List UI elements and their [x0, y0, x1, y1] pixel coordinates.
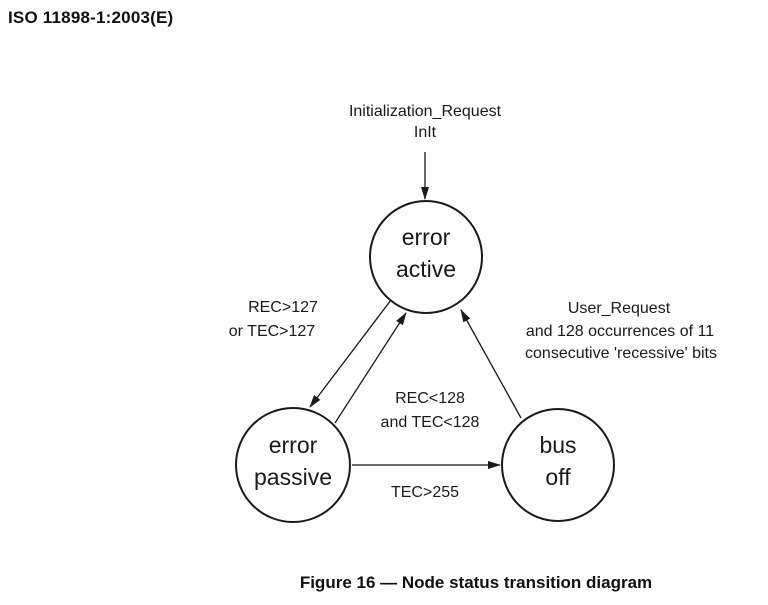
state-label-error-passive-line1: error	[269, 432, 318, 458]
arrow-bus-off-to-error-active	[460, 309, 522, 419]
label-consecutive-recessive-bits: consecutive 'recessive' bits	[525, 345, 717, 362]
label-initialization-request: Initialization_Request	[349, 103, 502, 120]
document-header: ISO 11898-1:2003(E)	[8, 8, 174, 27]
state-label-bus-off-line1: bus	[539, 432, 576, 458]
state-label-bus-off-line2: off	[545, 464, 571, 490]
arrow-error-passive-to-error-active	[334, 312, 407, 424]
state-circle-bus-off	[501, 408, 615, 522]
label-tec-gt-255: TEC>255	[391, 484, 459, 501]
label-init: InIt	[414, 124, 437, 141]
arrow-error-active-to-error-passive	[309, 299, 392, 408]
label-rec-gt-127: REC>127	[248, 299, 318, 316]
label-and-tec-lt-128: and TEC<128	[381, 414, 480, 431]
state-label-error-passive-line2: passive	[254, 464, 332, 490]
label-or-tec-gt-127: or TEC>127	[229, 323, 316, 340]
state-label-error-active-line2: active	[396, 256, 456, 282]
label-rec-lt-128: REC<128	[395, 390, 465, 407]
state-label-error-active-line1: error	[402, 224, 451, 250]
label-128-occurrences: and 128 occurrences of 11	[526, 323, 714, 340]
label-user-request: User_Request	[568, 300, 671, 317]
state-circle-error-passive	[235, 407, 351, 523]
state-circle-error-active	[369, 200, 483, 314]
figure-caption: Figure 16 — Node status transition diagr…	[299, 573, 653, 592]
